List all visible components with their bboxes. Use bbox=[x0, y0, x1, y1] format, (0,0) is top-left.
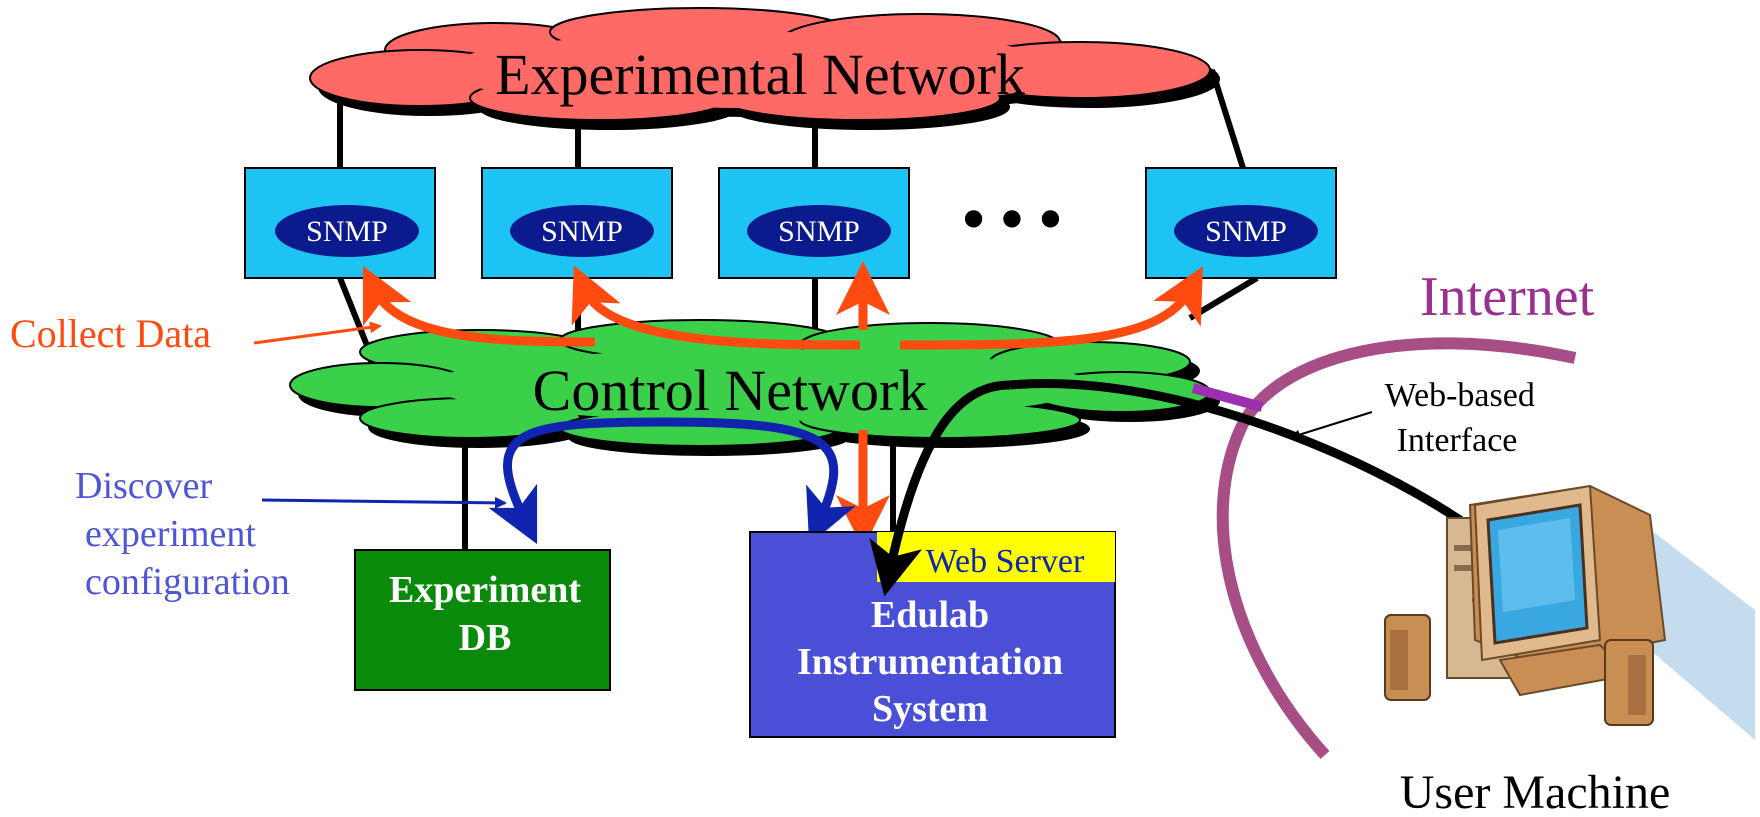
snmp-oval bbox=[747, 205, 891, 257]
collect-data-arrows bbox=[362, 261, 1203, 549]
discover-pointer bbox=[261, 496, 507, 509]
ellipsis-dots: • • • bbox=[962, 183, 1061, 254]
computer-icon[interactable] bbox=[1384, 484, 1755, 740]
web-interface-pointer bbox=[1290, 411, 1373, 440]
web-arrows bbox=[869, 379, 1512, 597]
control-network-label: Control Network bbox=[533, 358, 928, 423]
collect-data-label: Collect Data bbox=[10, 311, 211, 356]
discover-arrows bbox=[488, 417, 856, 545]
snmp-oval bbox=[510, 205, 654, 257]
discover-label: Discover experiment configuration bbox=[75, 465, 290, 603]
snmp-oval bbox=[275, 205, 419, 257]
web-interface-line-2: Interface bbox=[1397, 422, 1518, 459]
web-server-label: Web Server bbox=[926, 543, 1085, 580]
web-interface-label: Web-based Interface bbox=[1385, 377, 1544, 459]
edulab-line-2: Instrumentation bbox=[797, 641, 1063, 683]
snmp-agents: SNMP SNMP SNMP SNMP bbox=[244, 167, 1337, 279]
web-interface-line-1: Web-based bbox=[1385, 377, 1535, 414]
snmp-agent-box[interactable]: SNMP bbox=[244, 167, 436, 279]
internet-boundary-curve bbox=[1216, 337, 1577, 760]
discover-line-1: Discover bbox=[75, 465, 213, 507]
experimental-links bbox=[337, 69, 1246, 169]
experimental-network-cloud bbox=[309, 7, 1211, 121]
internet-uplink bbox=[1191, 383, 1264, 412]
internet-label: Internet bbox=[1420, 266, 1595, 328]
control-network-cloud bbox=[289, 319, 1211, 447]
snmp-agent-box[interactable]: SNMP bbox=[718, 167, 910, 279]
collect-data-pointer bbox=[253, 321, 382, 345]
snmp-oval bbox=[1174, 205, 1318, 257]
experiment-db-line-1: Experiment bbox=[389, 569, 581, 611]
edulab-line-3: System bbox=[872, 688, 988, 730]
discover-line-2: experiment bbox=[85, 513, 256, 555]
edulab-line-1: Edulab bbox=[871, 594, 989, 636]
experiment-db-box[interactable]: Experiment DB bbox=[354, 549, 611, 691]
snmp-agent-box[interactable]: SNMP bbox=[1145, 167, 1337, 279]
discover-line-3: configuration bbox=[85, 561, 290, 603]
snmp-label: SNMP bbox=[306, 215, 388, 248]
edulab-box[interactable]: Web Server Edulab Instrumentation System bbox=[749, 531, 1116, 738]
snmp-label: SNMP bbox=[778, 215, 860, 248]
experiment-db-line-2: DB bbox=[459, 617, 512, 659]
user-machine-label: User Machine bbox=[1400, 766, 1671, 817]
snmp-agent-box[interactable]: SNMP bbox=[481, 167, 673, 279]
snmp-label: SNMP bbox=[541, 215, 623, 248]
snmp-label: SNMP bbox=[1205, 215, 1287, 248]
experimental-network-label: Experimental Network bbox=[495, 42, 1025, 107]
